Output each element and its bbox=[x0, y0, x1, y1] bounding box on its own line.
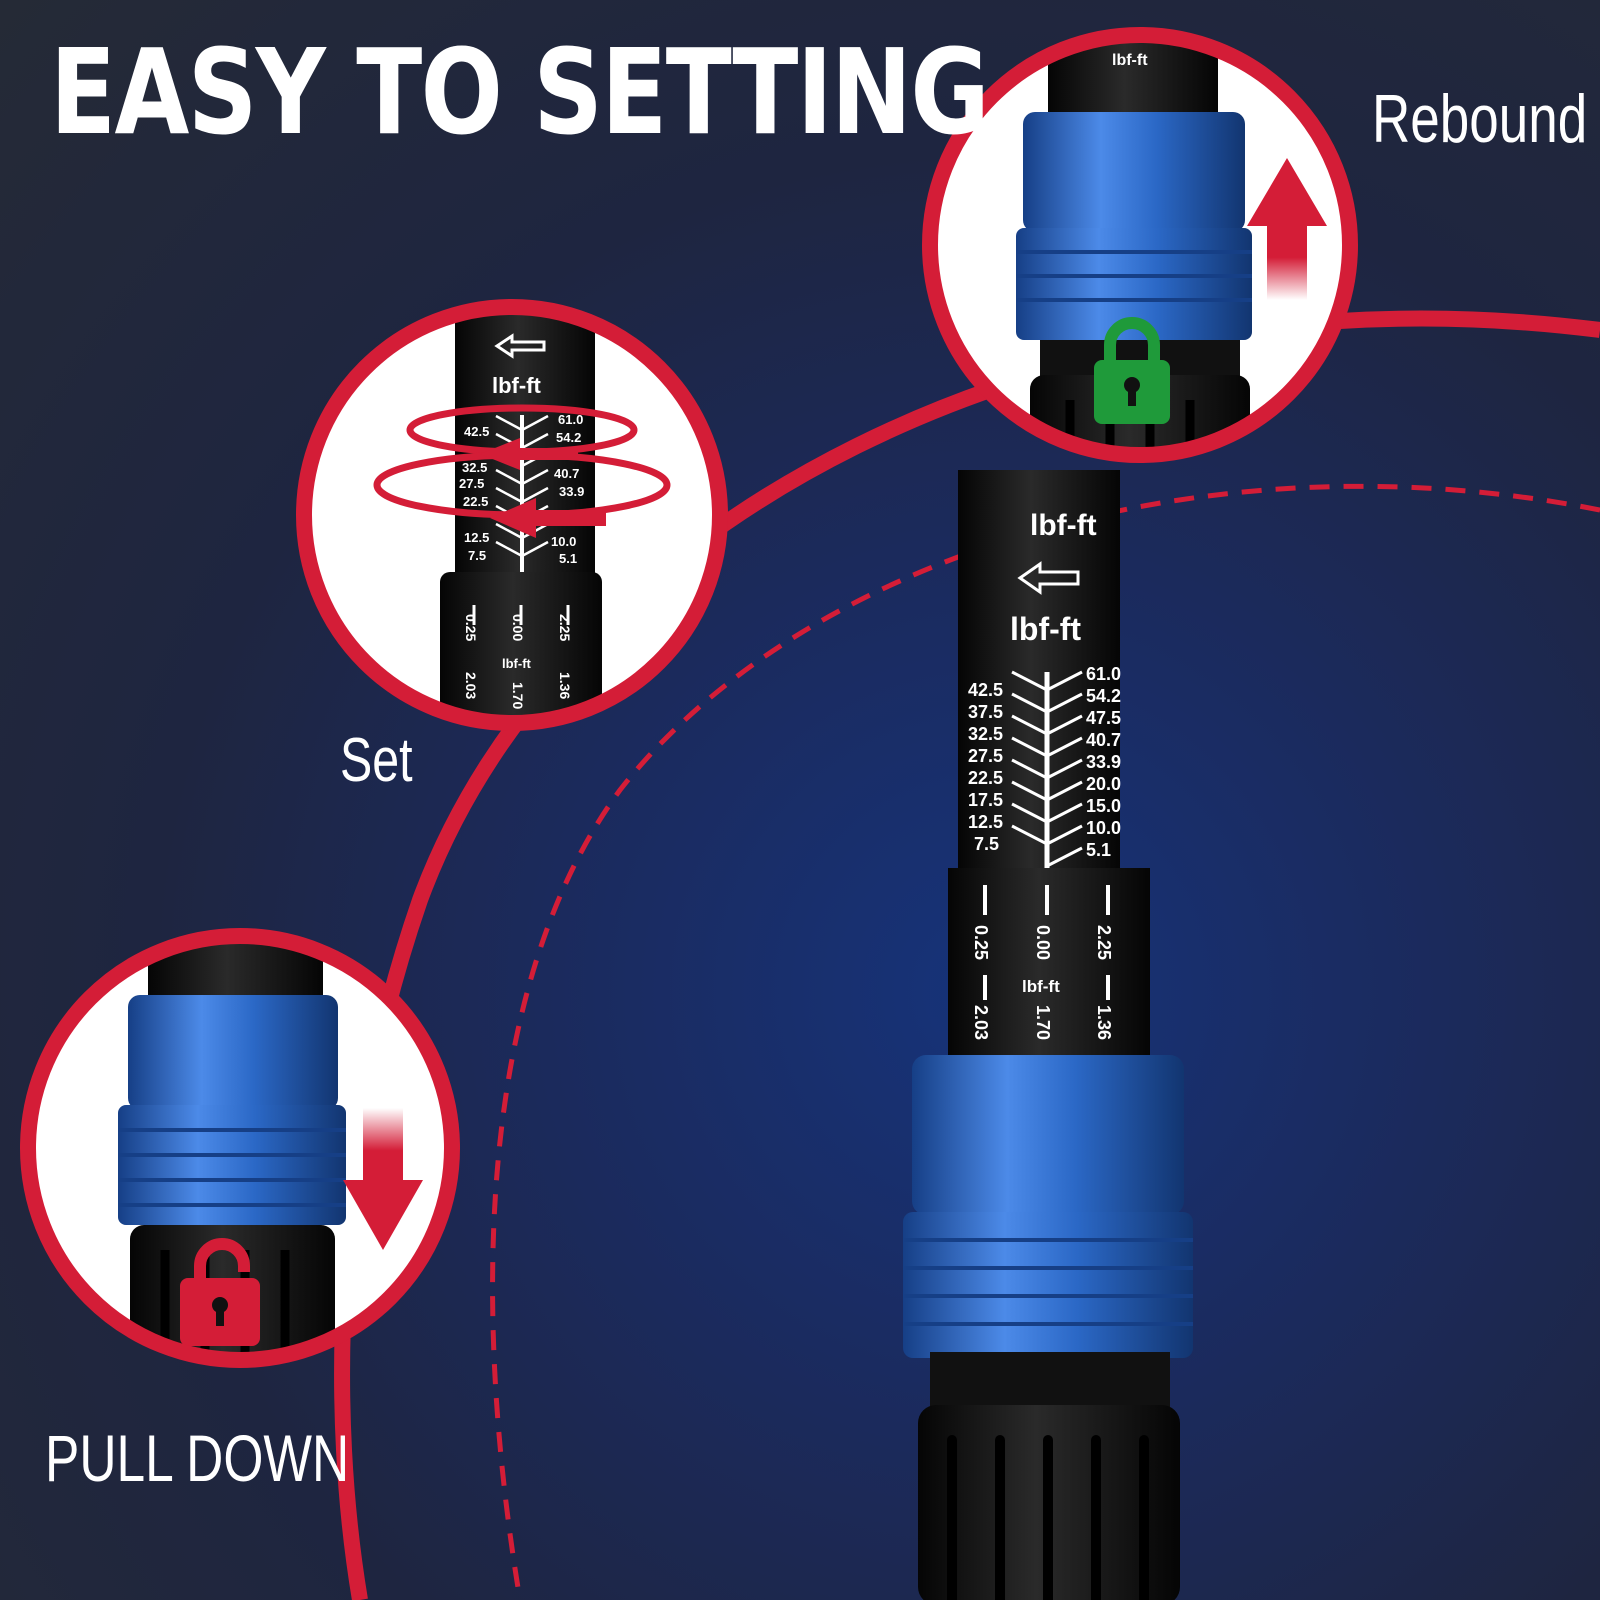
scale-left-7: 7.5 bbox=[974, 834, 999, 854]
set-label: Set bbox=[340, 726, 413, 795]
arrow-up-icon bbox=[1247, 158, 1327, 300]
micro-left-1: 2.03 bbox=[971, 1005, 991, 1040]
main-scale-left-values: 42.5 37.5 32.5 27.5 22.5 17.5 12.5 7.5 bbox=[968, 680, 1003, 854]
scale-left-6: 12.5 bbox=[968, 812, 1003, 832]
locked-padlock-icon bbox=[1094, 317, 1170, 424]
micro-unit: lbf-ft bbox=[1022, 977, 1060, 996]
direction-arrow-icon bbox=[1017, 561, 1080, 595]
micro-center-1: 1.70 bbox=[1033, 1005, 1053, 1040]
set-left-4: 22.5 bbox=[463, 494, 488, 509]
scale-left-1: 37.5 bbox=[968, 702, 1003, 722]
headline: EASY TO SETTING bbox=[50, 23, 990, 161]
scale-left-2: 32.5 bbox=[968, 724, 1003, 744]
micro-left-0: 0.25 bbox=[971, 925, 991, 960]
set-right-4: 33.9 bbox=[559, 484, 584, 499]
micro-right-0: 2.25 bbox=[1094, 925, 1114, 960]
main-wrench: lbf-ft lbf-ft 42.5 37.5 32.5 27.5 22.5 1… bbox=[903, 470, 1193, 1600]
set-micro-center-0: 0.00 bbox=[510, 614, 526, 641]
micro-right-1: 1.36 bbox=[1094, 1005, 1114, 1040]
set-right-1: 54.2 bbox=[556, 430, 581, 445]
set-left-0: 42.5 bbox=[464, 424, 489, 439]
rebound-label: Rebound bbox=[1372, 81, 1588, 157]
set-right-7: 10.0 bbox=[551, 534, 576, 549]
scale-right-1: 54.2 bbox=[1086, 686, 1121, 706]
main-scale-right-values: 61.0 54.2 47.5 40.7 33.9 20.0 15.0 10.0 … bbox=[1086, 664, 1121, 860]
svg-text:lbf-ft: lbf-ft bbox=[1030, 509, 1097, 542]
micro-center-0: 0.00 bbox=[1033, 925, 1053, 960]
main-unit: lbf-ft bbox=[1010, 611, 1081, 647]
scale-right-7: 10.0 bbox=[1086, 818, 1121, 838]
set-left-7: 7.5 bbox=[468, 548, 486, 563]
scale-right-2: 47.5 bbox=[1086, 708, 1121, 728]
set-micro-unit: lbf-ft bbox=[502, 656, 532, 671]
set-unit: lbf-ft bbox=[492, 373, 542, 398]
set-micro-center-1: 1.70 bbox=[510, 682, 526, 709]
scale-right-3: 40.7 bbox=[1086, 730, 1121, 750]
set-left-6: 12.5 bbox=[464, 530, 489, 545]
scale-right-8: 5.1 bbox=[1086, 840, 1111, 860]
scale-right-4: 33.9 bbox=[1086, 752, 1121, 772]
set-micro-right-1: 1.36 bbox=[557, 672, 573, 699]
set-inset: lbf-ft 42.5 32.5 27.5 22.5 12.5 7.5 61.0… bbox=[296, 299, 728, 731]
pull-down-label: PULL DOWN bbox=[45, 1421, 350, 1495]
svg-text:lbf-ft: lbf-ft bbox=[1112, 52, 1148, 69]
set-right-0: 61.0 bbox=[558, 412, 583, 427]
scale-right-6: 15.0 bbox=[1086, 796, 1121, 816]
pull-down-inset bbox=[20, 928, 460, 1368]
set-right-3: 40.7 bbox=[554, 466, 579, 481]
set-right-8: 5.1 bbox=[559, 551, 577, 566]
set-micro-left-1: 2.03 bbox=[463, 672, 479, 699]
scale-left-4: 22.5 bbox=[968, 768, 1003, 788]
arrow-down-icon bbox=[343, 1108, 423, 1250]
rotate-arrows-icon bbox=[373, 404, 671, 538]
scale-left-0: 42.5 bbox=[968, 680, 1003, 700]
scale-left-5: 17.5 bbox=[968, 790, 1003, 810]
set-left-2: 32.5 bbox=[462, 460, 487, 475]
scale-left-3: 27.5 bbox=[968, 746, 1003, 766]
set-micro-right-0: 2.25 bbox=[557, 614, 573, 641]
set-left-3: 27.5 bbox=[459, 476, 484, 491]
scale-right-0: 61.0 bbox=[1086, 664, 1121, 684]
set-micro-left-0: 0.25 bbox=[463, 614, 479, 641]
rebound-inset: lbf-ft bbox=[922, 27, 1358, 463]
scale-right-5: 20.0 bbox=[1086, 774, 1121, 794]
unlocked-padlock-icon bbox=[180, 1238, 260, 1346]
